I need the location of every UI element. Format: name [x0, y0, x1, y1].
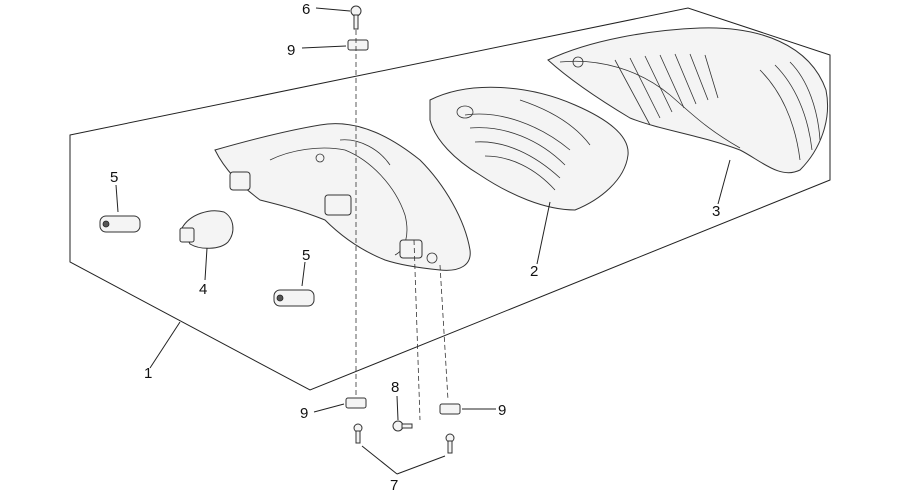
callout-6: 6	[302, 1, 310, 18]
assembly-frame	[69, 7, 831, 391]
callout-7: 7	[390, 477, 398, 494]
callout-5-center: 5	[302, 247, 310, 264]
callout-3: 3	[712, 203, 720, 220]
screw-part-middle	[392, 395, 413, 432]
callout-9-top: 9	[287, 42, 295, 59]
outer-lens-part	[547, 27, 829, 174]
callout-5-left: 5	[110, 169, 118, 186]
callout-labels: 1 2 3 4 5 5 6 7 8 9 9 9	[110, 1, 720, 494]
callout-9-bottom-left: 9	[300, 405, 308, 422]
callout-1: 1	[144, 365, 152, 382]
housing-part	[214, 123, 471, 271]
screw-part-top	[315, 5, 362, 30]
callout-9-bottom-right: 9	[498, 402, 506, 419]
assembly-axes	[355, 30, 449, 421]
callout-4: 4	[199, 281, 207, 298]
clip-part-bottom-left	[313, 397, 367, 413]
callout-8: 8	[391, 379, 399, 396]
reflector-part	[429, 86, 629, 211]
leader-lines	[149, 159, 731, 369]
clip-part-bottom-right	[439, 403, 496, 415]
callout-2: 2	[530, 263, 538, 280]
clip-part-top	[301, 39, 369, 51]
bulb-part	[179, 210, 234, 281]
small-bulb-part-center	[273, 261, 315, 307]
screw-part-bottom	[353, 423, 455, 475]
small-bulb-part-left	[99, 184, 141, 233]
